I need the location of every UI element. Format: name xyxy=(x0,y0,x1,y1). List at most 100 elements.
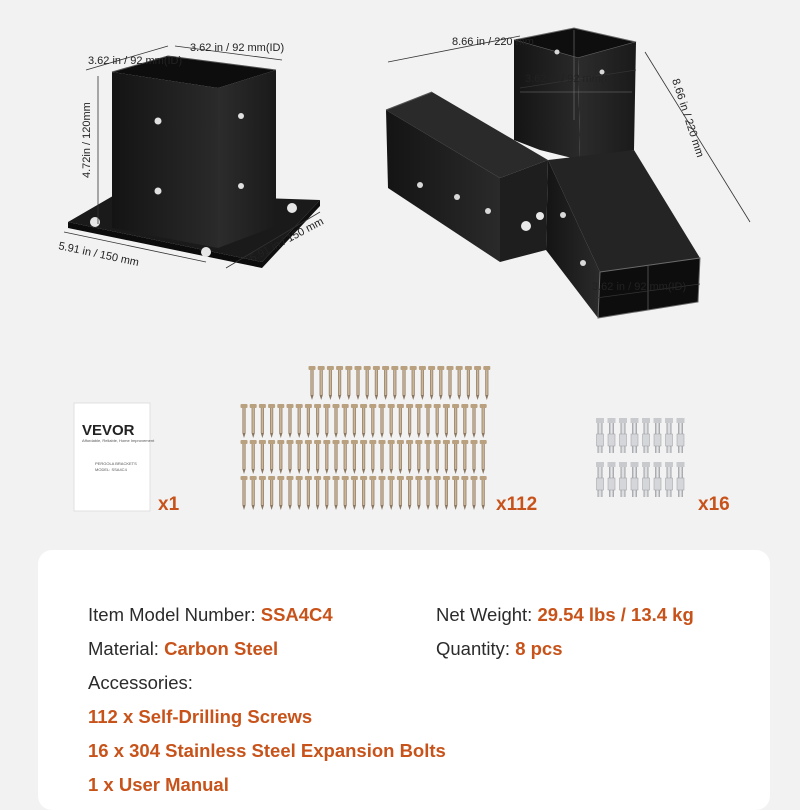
expansion-bolt xyxy=(665,462,673,497)
screw xyxy=(415,476,423,510)
screw xyxy=(461,404,469,438)
screw xyxy=(461,440,469,474)
screw xyxy=(387,440,395,474)
screw xyxy=(446,366,454,400)
screw xyxy=(378,476,386,510)
accessory-item: 112 x Self-Drilling Screws xyxy=(88,706,313,727)
screw xyxy=(258,440,266,474)
dim-bracket-top-id: 3.62 in / 92 mm(ID) xyxy=(525,73,619,85)
dim-plate-width-left: 5.91 in / 150 mm xyxy=(57,240,140,269)
bolt-quantity: x16 xyxy=(698,494,730,515)
expansion-bolt xyxy=(607,462,616,497)
expansion-bolt xyxy=(596,418,604,453)
spec-material-label: Material: xyxy=(88,638,165,659)
screw xyxy=(406,404,414,438)
manual-quantity: x1 xyxy=(158,494,180,515)
screw xyxy=(372,366,380,400)
expansion-bolt xyxy=(676,462,685,497)
corner-bracket-dimensions xyxy=(387,35,751,299)
screw xyxy=(418,366,426,400)
screw xyxy=(415,404,423,438)
screw xyxy=(350,404,358,438)
screw xyxy=(455,366,463,400)
screw xyxy=(314,476,322,510)
expansion-bolt xyxy=(665,418,673,453)
dim-post-height: 4.72in / 120mm xyxy=(81,102,93,178)
manual-tagline: Affordable, Reliable, Home Improvement xyxy=(82,438,155,443)
spec-model-value: SSA4C4 xyxy=(260,604,333,625)
screw xyxy=(479,404,487,438)
expansion-bolt xyxy=(653,418,662,453)
accessory-item: 1 x User Manual xyxy=(88,774,229,795)
screw xyxy=(308,366,316,400)
screw xyxy=(464,366,472,400)
post-base-bracket xyxy=(68,55,320,268)
manual-brand-logo: VEVOR xyxy=(82,422,135,439)
screw xyxy=(258,404,266,438)
screw xyxy=(336,366,344,400)
screw xyxy=(442,476,450,510)
screw xyxy=(345,366,353,400)
expansion-bolt xyxy=(642,418,650,453)
screw xyxy=(442,440,450,474)
screw xyxy=(240,476,248,510)
screw xyxy=(277,404,285,438)
screw xyxy=(314,404,322,438)
expansion-bolt xyxy=(676,418,685,453)
expansion-bolt xyxy=(619,418,627,453)
screw xyxy=(249,476,257,510)
screw xyxy=(378,440,386,474)
expansion-bolt xyxy=(596,462,604,497)
screw xyxy=(268,476,276,510)
screw xyxy=(323,440,331,474)
expansion-bolt xyxy=(653,462,662,497)
screw xyxy=(452,476,460,510)
post-base-dimensions xyxy=(63,45,321,269)
screw xyxy=(406,476,414,510)
screw xyxy=(286,440,294,474)
screw xyxy=(382,366,390,400)
screw xyxy=(304,440,312,474)
screw xyxy=(387,476,395,510)
screw xyxy=(369,476,377,510)
screw xyxy=(240,440,248,474)
screw xyxy=(249,440,257,474)
screw xyxy=(350,440,358,474)
expansion-bolt xyxy=(630,418,639,453)
accessory-item: 16 x 304 Stainless Steel Expansion Bolts xyxy=(88,740,446,761)
screw xyxy=(363,366,371,400)
dim-bracket-length: 8.66 in / 220 mm xyxy=(452,36,534,48)
screw xyxy=(341,476,349,510)
spec-model-label: Item Model Number: xyxy=(88,604,261,625)
screw xyxy=(406,440,414,474)
screw xyxy=(474,366,482,400)
screw xyxy=(249,404,257,438)
screw xyxy=(470,404,478,438)
screw xyxy=(304,476,312,510)
screw xyxy=(433,476,441,510)
screw xyxy=(286,476,294,510)
spec-quantity-label: Quantity: xyxy=(436,638,516,659)
screw xyxy=(350,476,358,510)
screw xyxy=(400,366,408,400)
screw xyxy=(433,404,441,438)
screw xyxy=(396,476,404,510)
screw xyxy=(354,366,362,400)
screw xyxy=(360,476,368,510)
screw xyxy=(295,440,303,474)
screw xyxy=(360,404,368,438)
screw xyxy=(433,440,441,474)
expansion-bolt xyxy=(607,418,616,453)
screw xyxy=(317,366,325,400)
screw xyxy=(415,440,423,474)
corner-bracket xyxy=(385,27,701,319)
screw xyxy=(461,476,469,510)
screw xyxy=(369,404,377,438)
screw xyxy=(286,404,294,438)
screw xyxy=(437,366,445,400)
screw xyxy=(369,440,377,474)
screw xyxy=(470,476,478,510)
user-manual: VEVOR Affordable, Reliable, Home Improve… xyxy=(73,402,155,512)
expansion-bolt xyxy=(619,462,627,497)
spec-card: Item Model Number: SSA4C4 Net Weight: 29… xyxy=(38,550,770,810)
